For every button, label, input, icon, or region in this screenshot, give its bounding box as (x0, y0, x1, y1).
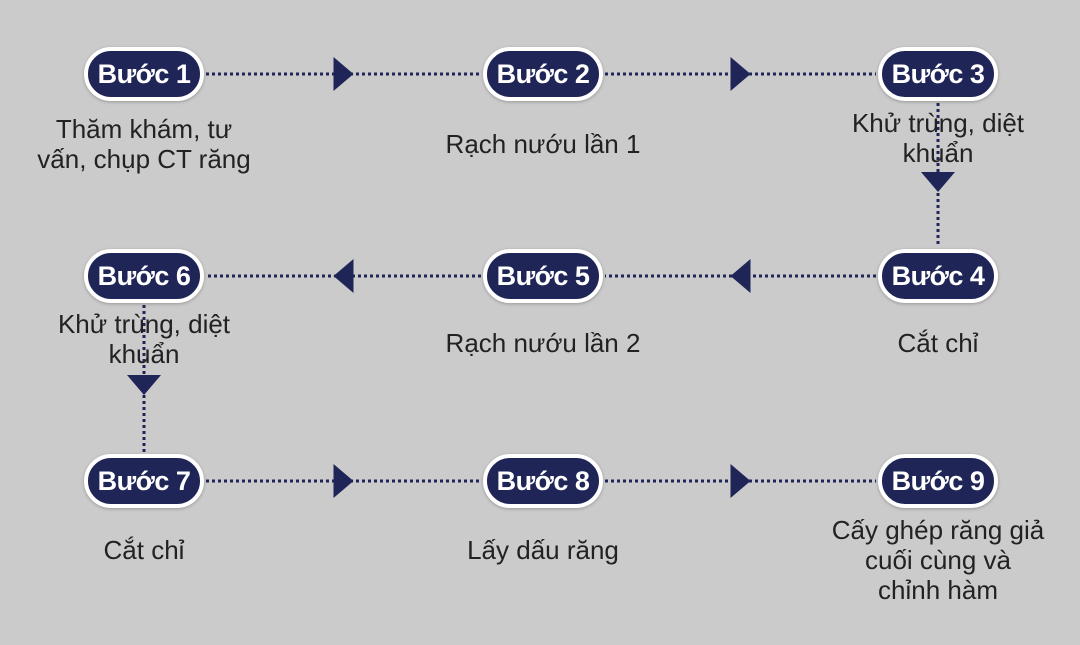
connector-1-2-arrow (333, 57, 354, 91)
step-9-description-line: Cấy ghép răng giả (831, 515, 1045, 545)
step-4-description: Cắt chỉ (823, 328, 1053, 358)
step-4-description-line: Cắt chỉ (897, 328, 979, 358)
step-9-node: Bước 9 (878, 454, 998, 508)
step-2-node: Bước 2 (483, 47, 603, 101)
step-8-description-line: Lấy dấu răng (467, 535, 619, 565)
connector-3-4-arrow (921, 172, 955, 192)
step-2-description-line: Rạch nướu lần 1 (445, 129, 641, 159)
step-2-description: Rạch nướu lần 1 (428, 129, 658, 159)
step-8-description: Lấy dấu răng (428, 535, 658, 565)
connector-5-6-arrow (333, 259, 354, 293)
step-4-node: Bước 4 (878, 249, 998, 303)
connector-6-7-arrow (127, 375, 161, 395)
step-1-description-line: vấn, chụp CT răng (37, 144, 251, 174)
connector-2-3-arrow (730, 57, 751, 91)
step-6-description: Khử trùng, diệt khuẩn (29, 309, 259, 369)
step-6-description-line: Khử trùng, diệt (57, 309, 231, 339)
step-7-node: Bước 7 (84, 454, 204, 508)
step-9-description: Cấy ghép răng giả cuối cùng và chỉnh hàm (823, 515, 1053, 605)
step-5-description-line: Rạch nướu lần 2 (445, 328, 641, 358)
step-6-description-line: khuẩn (108, 339, 180, 369)
step-5-node: Bước 5 (483, 249, 603, 303)
step-1-description-line: Thăm khám, tư (55, 114, 233, 144)
step-5-description: Rạch nướu lần 2 (428, 328, 658, 358)
step-8-node: Bước 8 (483, 454, 603, 508)
step-7-description-line: Cắt chỉ (103, 535, 185, 565)
connector-8-9-arrow (730, 464, 751, 498)
step-1-node: Bước 1 (84, 47, 204, 101)
step-1-description: Thăm khám, tư vấn, chụp CT răng (29, 114, 259, 174)
step-9-description-line: cuối cùng và (865, 545, 1011, 575)
step-3-description-line: Khử trùng, diệt (851, 108, 1025, 138)
step-9-description-line: chỉnh hàm (878, 575, 998, 605)
step-3-node: Bước 3 (878, 47, 998, 101)
connector-4-5-arrow (730, 259, 751, 293)
connector-7-8-arrow (333, 464, 354, 498)
step-3-description: Khử trùng, diệt khuẩn (823, 108, 1053, 168)
step-6-node: Bước 6 (84, 249, 204, 303)
step-3-description-line: khuẩn (902, 138, 974, 168)
step-7-description: Cắt chỉ (29, 535, 259, 565)
